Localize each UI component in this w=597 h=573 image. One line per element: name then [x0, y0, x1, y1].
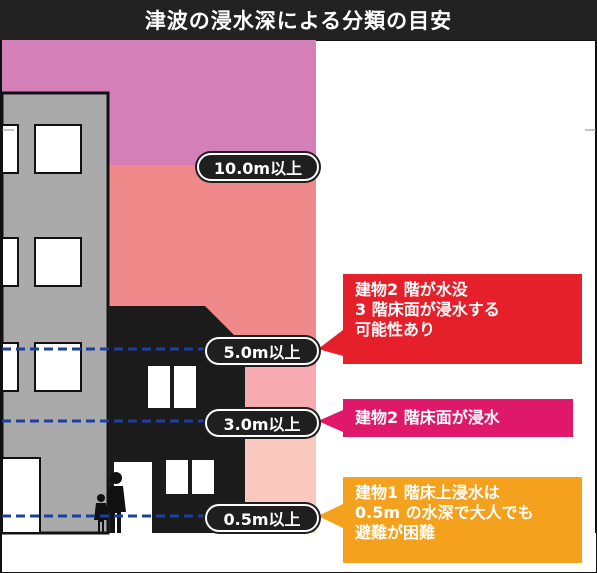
- tall-building: [0, 91, 110, 535]
- callout-line: 建物1 階床上浸水は: [355, 483, 500, 502]
- adult-and-child-figures: [94, 472, 126, 533]
- callout-3m: 建物2 階床面が浸水: [343, 399, 573, 437]
- title-bar: 津波の浸水深による分類の目安: [0, 0, 597, 40]
- callout-5m: 建物2 階が水没 3 階床面が浸水する 可能性あり: [343, 274, 582, 364]
- level-label-10m: 10.0m以上: [197, 153, 319, 181]
- level-label-3m: 3.0m以上: [205, 409, 319, 437]
- callout-line: 建物2 階が水没: [355, 280, 468, 299]
- callout-05m: 建物1 階床上浸水は 0.5m の水深で大人でも 避難が困難: [343, 477, 582, 563]
- callout-line: 0.5m の水深で大人でも: [355, 503, 534, 522]
- building-window: [1, 237, 19, 287]
- building-window: [34, 124, 82, 174]
- callout-pointer: [318, 504, 343, 528]
- callout-pointer: [318, 330, 343, 356]
- page-title: 津波の浸水深による分類の目安: [144, 9, 453, 33]
- level-label-5m: 5.0m以上: [205, 337, 319, 365]
- building-window: [1, 124, 19, 174]
- callout-line: 避難が困難: [355, 523, 436, 542]
- callout-line: 可能性あり: [355, 320, 436, 339]
- building-window: [34, 342, 82, 392]
- building-door: [1, 457, 41, 534]
- inundation-diagram: [0, 40, 597, 573]
- level-label-05m: 0.5m以上: [205, 504, 319, 532]
- building-window: [34, 237, 82, 287]
- callout-line: 3 階床面が浸水する: [355, 300, 500, 319]
- building-window: [1, 342, 19, 392]
- callout-pointer: [318, 410, 343, 432]
- callout-line: 建物2 階床面が浸水: [355, 408, 500, 427]
